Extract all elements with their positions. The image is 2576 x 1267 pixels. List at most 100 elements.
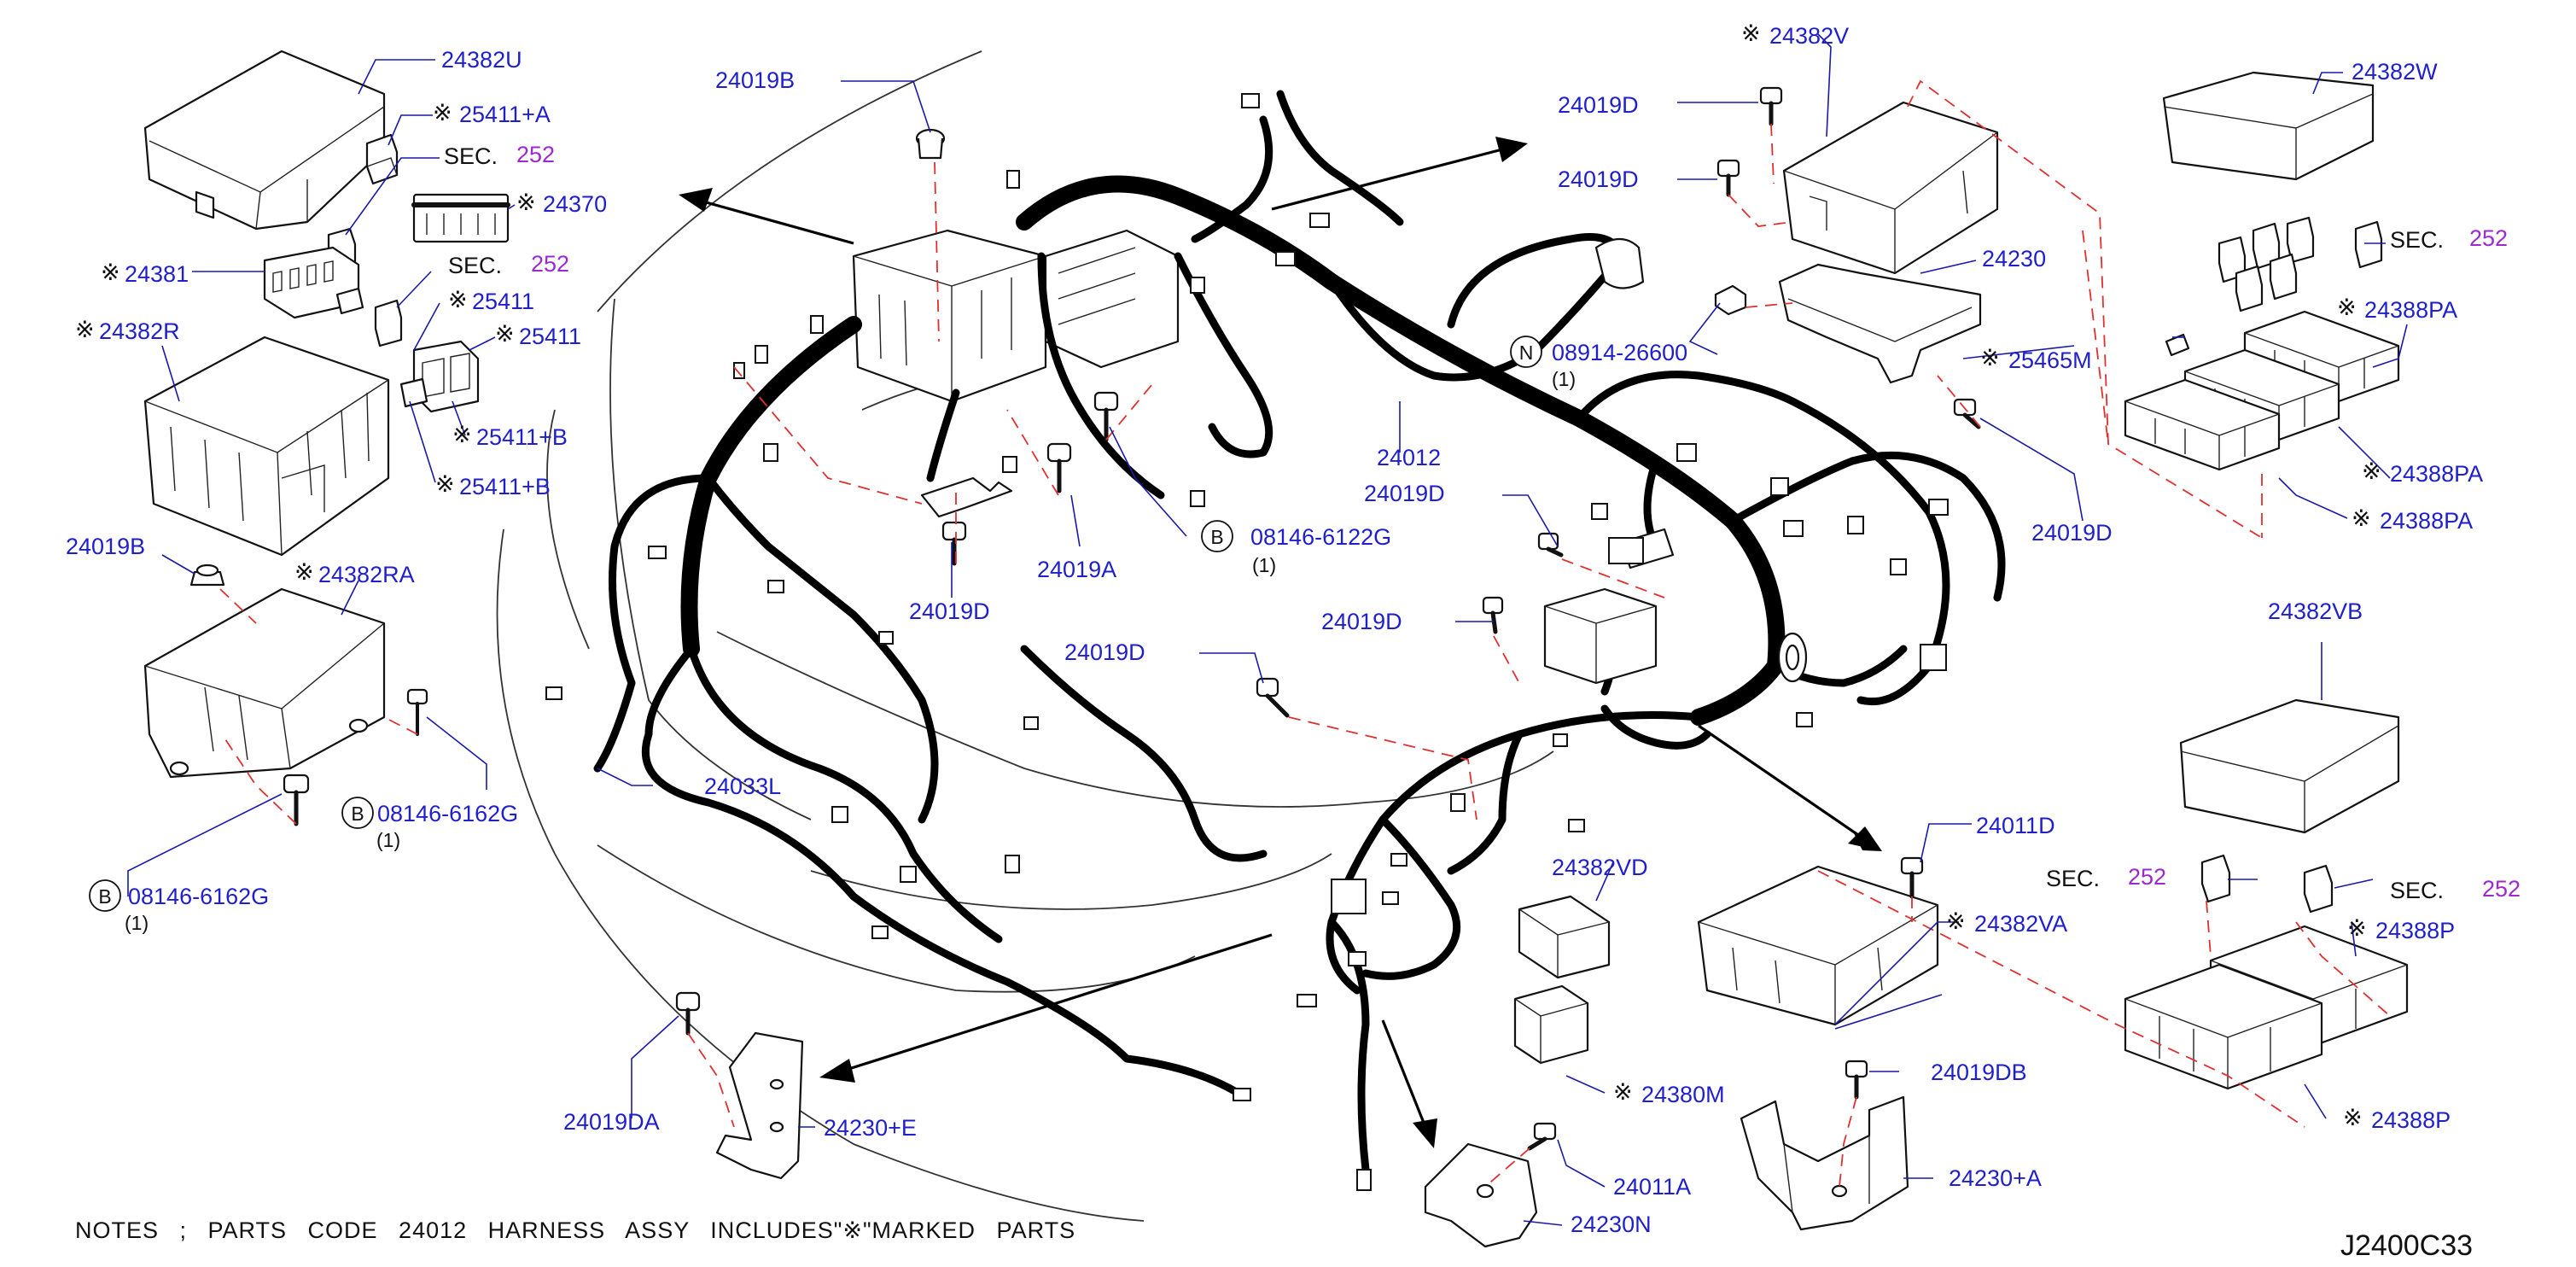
sec-label-3: SEC. [2390,227,2444,253]
label-24230A: 24230+A [1949,1165,2042,1191]
sec-number-5: 252 [2482,876,2521,902]
bolt-24019DA [675,991,701,1036]
label-24230E: 24230+E [824,1115,917,1141]
label-08146-6162G-a: 08146-6162G [377,801,518,826]
marker-24381: ※ [101,260,120,285]
fuse-box-cover-24382W [2162,71,2375,181]
fuse-box-24382R [143,336,390,557]
label-24388P-2: 24388P [2371,1107,2451,1133]
label-24012: 24012 [1377,445,1441,470]
circle-bolt-b [89,879,121,912]
label-08146-6122G: 08146-6122G [1250,524,1391,550]
part-labels: 24382U ※ 25411+A SEC. 252 ※ 24370 ※ 2438… [66,20,2521,1237]
sec-number-1: 252 [516,142,555,167]
qty-08146-6162G-a: (1) [376,829,400,851]
fuse-block-24370 [411,193,510,243]
fuse-box-24382V [1782,101,1999,275]
label-24382V: 24382V [1769,23,1849,49]
label-24019D-a: 24019D [909,598,990,624]
label-24382W: 24382W [2352,59,2438,85]
relay-holder-24388PA-3 [2124,378,2281,471]
label-24380M: 24380M [1641,1082,1725,1107]
sec-label-1: SEC. [444,143,498,169]
fuse-holder-24381 [263,246,364,319]
relay-25411A [365,133,399,185]
marker-24370: ※ [516,190,536,215]
relay-sec252-right [2303,864,2334,914]
label-25411B1: 25411+B [476,424,568,450]
sec-number-4: 252 [2128,864,2166,890]
sec-number-3: 252 [2469,225,2508,251]
fuse-box-cover-24382VB [2179,698,2400,834]
label-24011D: 24011D [1976,813,2055,838]
circle-nut [1510,336,1542,368]
relay-cluster-right [2165,216,2383,357]
marker-24388P-2: ※ [2343,1105,2363,1130]
label-24381: 24381 [125,261,189,287]
label-24382U: 24382U [441,47,522,73]
label-24019D-right: 24019D [2031,520,2113,546]
sec-label-5: SEC. [2390,878,2444,903]
bracket-under-box [920,476,1013,518]
label-24388P-1: 24388P [2375,918,2455,943]
bolt-24019DB [1845,1060,1868,1100]
label-24033L: 24033L [704,774,781,799]
bolt-08146-6162G-b [283,774,310,826]
label-24019DA: 24019DA [563,1109,660,1135]
label-25411B2: 25411+B [459,474,551,499]
leader-lines [127,33,2408,1226]
label-24382R: 24382R [99,318,180,344]
sec-label-2: SEC. [448,253,502,278]
marker-24382V: ※ [1741,20,1761,46]
nut-08914-26600 [1714,284,1747,316]
label-08914-26600: 08914-26600 [1552,340,1687,365]
alignment-dash-lines [219,79,2391,1188]
marker-24388PA-2: ※ [2362,458,2381,484]
marker-24388PA-3: ※ [2352,505,2371,531]
label-24019D-m1: 24019D [1364,481,1445,506]
label-24019D-top1: 24019D [1558,92,1639,118]
qty-08914-26600: (1) [1552,368,1576,390]
bolt-24019D-top1 [1759,86,1783,126]
notes-text: NOTES ; PARTS CODE 24012 HARNESS ASSY IN… [75,1217,1075,1243]
circle-letter-nut: N [1519,342,1534,364]
relay-small-2 [374,299,403,347]
sec-number-2: 252 [531,251,569,277]
bolt-24019D-top2 [1716,159,1740,197]
bracket-24230 [1778,263,1982,384]
marker-24380M: ※ [1613,1079,1633,1105]
relay-holder-24388P-2 [2124,963,2323,1090]
label-24388PA-2: 24388PA [2390,461,2483,487]
circle-letter-bolt-a: B [351,803,364,825]
label-24382RA: 24382RA [318,562,415,587]
marker-25411B2: ※ [435,471,455,497]
label-24230: 24230 [1982,246,2046,272]
bracket-24230N [1424,1142,1538,1248]
circle-bolt-c [1201,520,1233,552]
relay-sec252-left [2200,854,2231,903]
label-24019D-m2: 24019D [1321,609,1402,634]
label-24382VB: 24382VB [2268,598,2363,624]
relay-block-25411 [399,340,480,413]
harness-connectors [545,93,1949,1191]
sec-label-4: SEC. [2046,866,2100,891]
harness-grommet [1777,632,1808,683]
circle-bolt-a [341,797,374,829]
marker-24388P-1: ※ [2347,915,2367,941]
relay-24382VD [1518,895,1611,979]
label-24230N: 24230N [1571,1212,1652,1237]
label-24019DB: 24019DB [1931,1060,2027,1085]
label-25411A: 25411+A [459,102,551,127]
main-harness-24012 [593,90,2006,1174]
marker-24388PA-1: ※ [2337,295,2357,320]
clip-24019B-left [189,563,225,587]
circle-letter-bolt-c: B [1210,526,1223,548]
label-24019D-m3: 24019D [1064,639,1145,665]
label-24382VA: 24382VA [1974,911,2067,937]
drawing-id: J2400C33 [2340,1229,2473,1262]
qty-08146-6162G-b: (1) [125,912,149,934]
label-24019B-left: 24019B [66,534,145,559]
marker-25411b: ※ [495,321,515,347]
bolt-24011D [1900,856,1924,899]
